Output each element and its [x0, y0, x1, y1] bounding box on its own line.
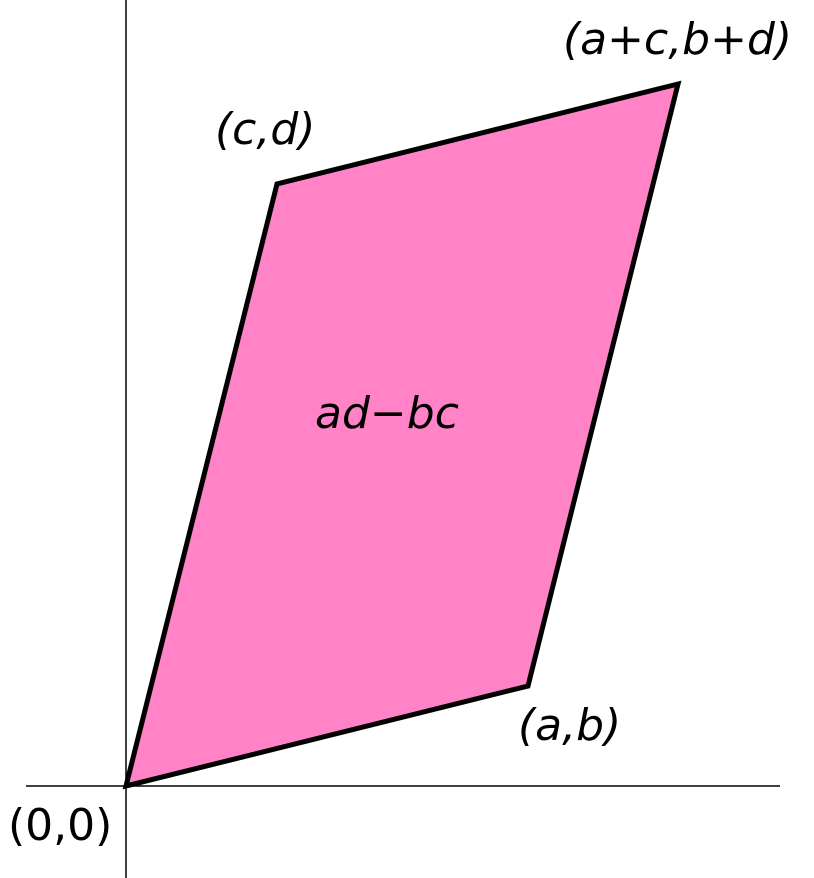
point-cd-label: (c,d) [215, 104, 315, 155]
point-ab-label: (a,b) [518, 700, 621, 751]
origin-label: (0,0) [8, 800, 112, 851]
point-sum-label: (a+c,b+d) [563, 14, 792, 65]
area-label: ad−bc [315, 388, 459, 439]
parallelogram [122, 80, 682, 790]
